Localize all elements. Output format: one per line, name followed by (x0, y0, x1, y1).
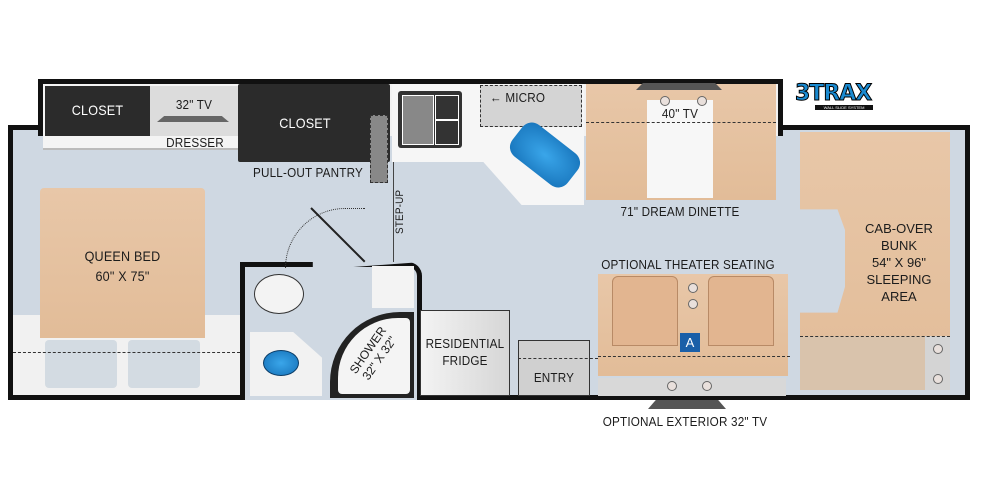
residential-fridge (420, 310, 510, 396)
seat-left (612, 276, 678, 346)
bunk-label: CAB-OVER BUNK 54" X 96" SLEEPING AREA (852, 220, 946, 305)
tv-32-label: 32" TV (175, 97, 213, 112)
bath-cabinet (372, 266, 414, 308)
bunk-line-2: BUNK (880, 238, 918, 253)
bunk-line-5: AREA (881, 289, 917, 304)
knob (933, 374, 943, 384)
knob (702, 381, 712, 391)
logo-subtitle: WALL SLIDE SYSTEM (815, 105, 873, 110)
fridge-label-2: FRIDGE (442, 353, 488, 368)
closet-left (45, 86, 150, 136)
bunk-line-1: CAB-OVER (865, 221, 933, 236)
tv-40-icon (636, 83, 722, 90)
knob (933, 344, 943, 354)
closet-center (238, 84, 390, 162)
knob (660, 96, 670, 106)
entry-label: ENTRY (533, 370, 575, 385)
dashed-line (800, 336, 950, 337)
stove-icon (398, 91, 462, 148)
dashed-line (586, 122, 776, 123)
arrow-left-icon: ← (490, 90, 502, 105)
micro-label: ← MICRO (490, 90, 546, 105)
entry-step (518, 340, 590, 396)
pantry-label: PULL-OUT PANTRY (253, 165, 363, 180)
knob (697, 96, 707, 106)
dashed-line (518, 358, 598, 359)
bath-sink-icon (263, 350, 299, 376)
logo-text: 3TRAX (795, 81, 873, 106)
step-up-label: STEP-UP (394, 189, 407, 234)
3trax-logo: 3TRAX WALL SLIDE SYSTEM (795, 81, 875, 113)
bunk-ladder-area (800, 336, 925, 390)
dashed-line (13, 352, 240, 353)
cupholder (688, 299, 698, 309)
tv-32-icon (157, 116, 229, 122)
tv-40-label: 40" TV (661, 106, 699, 121)
exterior-tv-icon (648, 400, 726, 409)
pillow-right (128, 340, 200, 388)
bunk-line-3: 54" X 96" (871, 255, 927, 270)
dresser-label: DRESSER (166, 135, 224, 150)
knob (667, 381, 677, 391)
pillow-left (45, 340, 117, 388)
closet-center-label: CLOSET (279, 115, 331, 131)
bed-size: 60" X 75" (95, 268, 150, 284)
pull-out-pantry (370, 115, 388, 183)
exterior-tv-label: OPTIONAL EXTERIOR 32" TV (602, 414, 768, 429)
seat-right (708, 276, 774, 346)
bed-title: QUEEN BED (84, 248, 161, 264)
bunk-line-4: SLEEPING (866, 272, 932, 287)
closet-left-label: CLOSET (71, 102, 124, 118)
theater-badge: A (680, 333, 700, 352)
tv-32-area (150, 86, 238, 136)
theater-label: OPTIONAL THEATER SEATING (601, 257, 775, 272)
queen-bed (40, 188, 205, 338)
dashed-line (598, 356, 790, 357)
fridge-label-1: RESIDENTIAL (425, 336, 505, 351)
toilet-icon (254, 274, 304, 314)
exterior-tv-bay (598, 378, 786, 396)
dinette-label: 71" DREAM DINETTE (620, 204, 740, 219)
dinette-table (647, 100, 713, 198)
cupholder (688, 283, 698, 293)
step-up-line (393, 162, 394, 262)
